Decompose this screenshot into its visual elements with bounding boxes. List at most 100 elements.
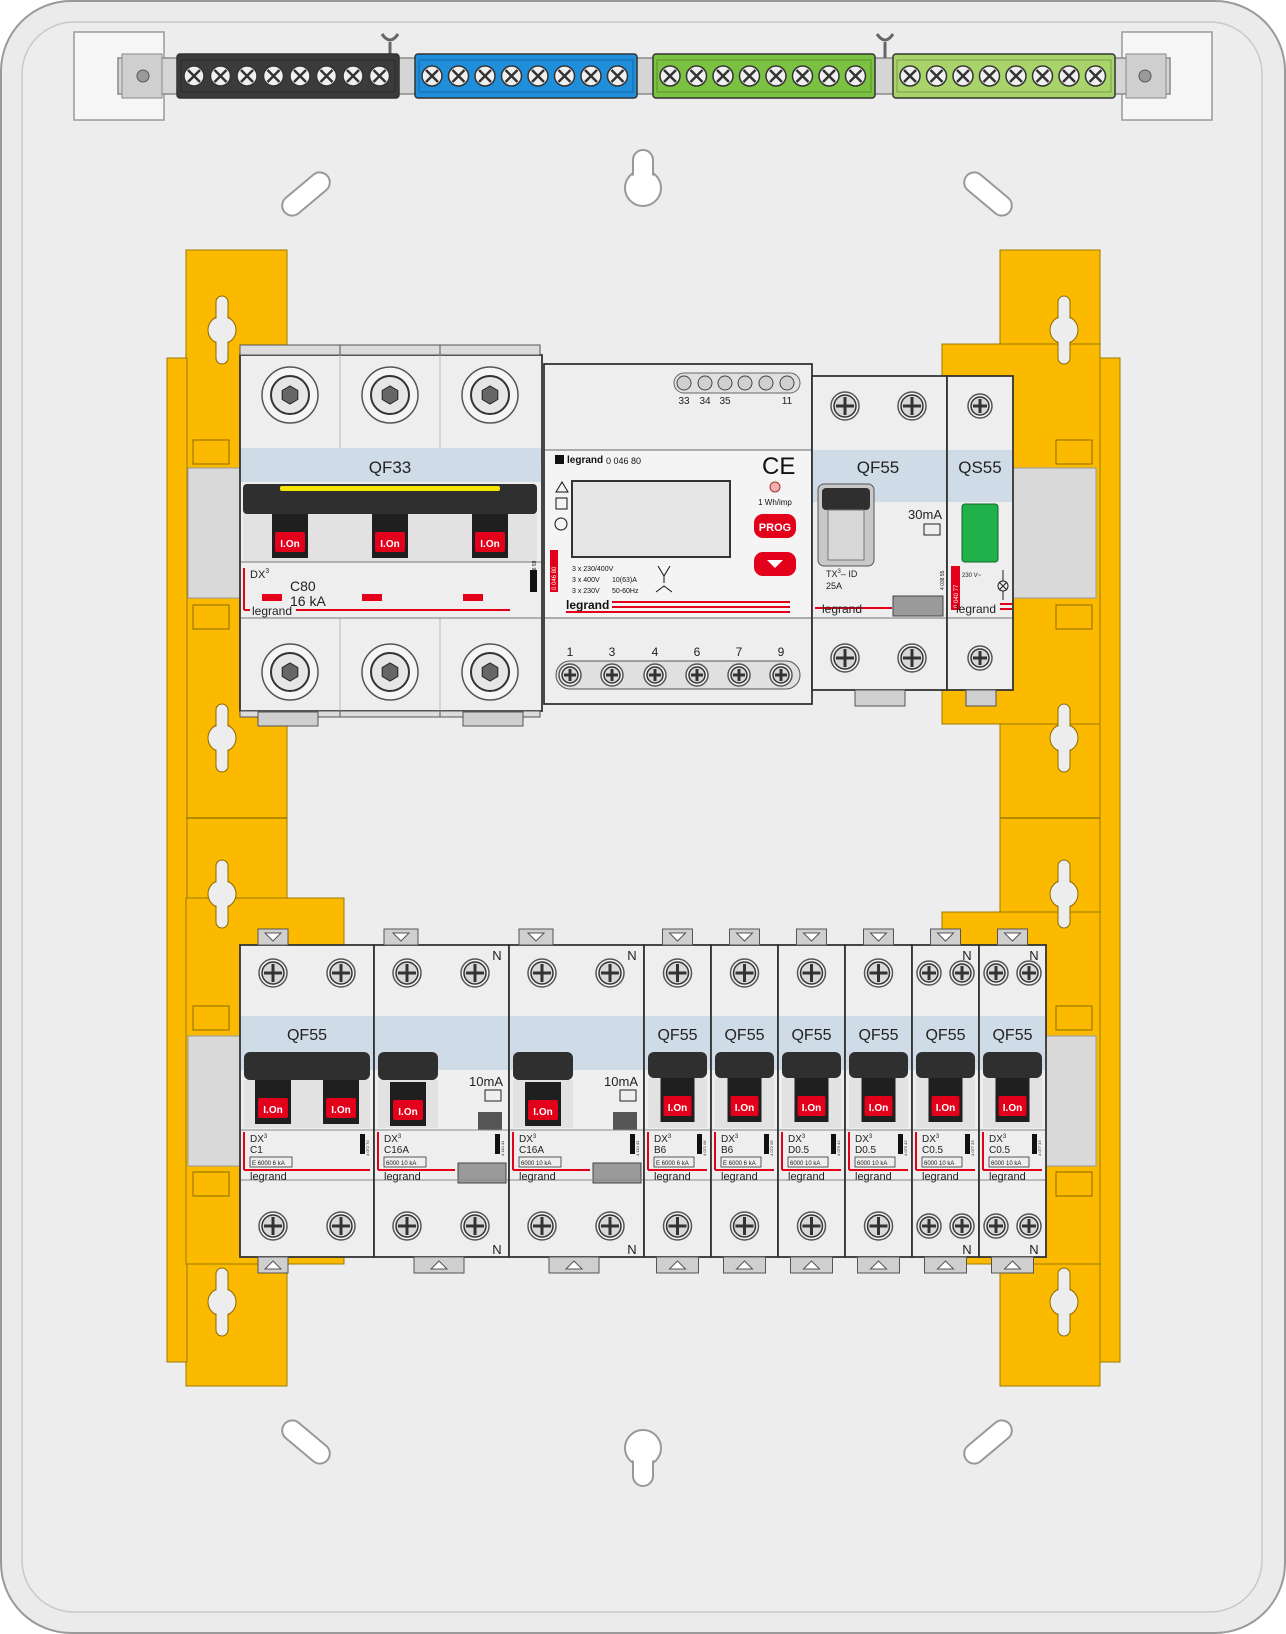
main-ref: 4 076 59 [532, 560, 538, 580]
lever-2[interactable]: I.On [323, 1080, 359, 1124]
handle-cap[interactable] [244, 1052, 370, 1080]
rail-screw-left [136, 69, 150, 83]
lever-label: I.On [869, 1103, 888, 1114]
lever-1[interactable]: I.On [255, 1080, 291, 1124]
ac-symbol-icon [619, 1089, 637, 1102]
rating-label: D0.5 [855, 1145, 877, 1156]
lever[interactable]: I.On [390, 1082, 426, 1126]
hex-screw-icon [261, 643, 319, 701]
lever-red-window [864, 1096, 893, 1116]
rail-hook-right-icon [875, 33, 895, 58]
main-lever-2[interactable]: I.On [372, 514, 408, 558]
rcd-toggle[interactable] [822, 488, 870, 510]
top-clip [930, 928, 961, 946]
handle-cap[interactable] [849, 1052, 908, 1078]
switch-label: QS55 [958, 458, 1001, 477]
switch-terminals [948, 393, 1012, 671]
screw-slot [742, 69, 757, 83]
red-brand-line [982, 1132, 1042, 1171]
series-label: DX3 [788, 1134, 806, 1145]
rcd-test-button[interactable] [892, 595, 944, 617]
main-lever-1[interactable]: I.On [272, 514, 308, 558]
handle-cap[interactable] [513, 1052, 573, 1080]
screw-slot [332, 1217, 350, 1235]
screw-slot [903, 649, 921, 667]
handle-cap[interactable] [715, 1052, 774, 1078]
bar-screw-icon [447, 65, 470, 87]
meter-bottom-terminal-label: 7 [736, 645, 743, 659]
red-brand-line [848, 1132, 908, 1171]
lever-label: I.On [280, 539, 299, 550]
terminal-screw-icon [796, 1211, 827, 1241]
lamp-symbol-icon [997, 570, 1009, 600]
screw-slot [649, 669, 661, 681]
lever[interactable]: I.On [727, 1078, 762, 1122]
series-superscript: 3 [869, 1134, 873, 1140]
test-button[interactable] [592, 1162, 642, 1184]
brand-label: legrand [721, 1171, 758, 1183]
rcd-top[interactable]: QF55 30mA TX3– ID 25A legrand 4 038 55 [811, 375, 948, 707]
bracket-keyhole-icon [1049, 295, 1079, 365]
meter-logo-icon [555, 455, 564, 464]
screw-slot [1009, 69, 1023, 83]
meter-prog-button[interactable] [754, 514, 796, 538]
main-breaker-top-terminals [239, 344, 541, 448]
terminal-screw-icon [662, 1211, 693, 1241]
series-label: DX3 [384, 1134, 402, 1145]
terminal-screw-icon [897, 391, 927, 421]
top-clip [518, 928, 554, 946]
handle-cap[interactable] [916, 1052, 975, 1078]
rcd-rating: 25A [826, 581, 842, 591]
bar-screw-icon [1084, 65, 1107, 87]
test-button[interactable] [457, 1162, 507, 1184]
lever[interactable]: I.On [525, 1082, 561, 1126]
handle-cap[interactable] [983, 1052, 1042, 1078]
barcode-icon [965, 1134, 970, 1154]
lever[interactable]: I.On [928, 1078, 963, 1122]
meter-brand-bottom: legrand [566, 598, 609, 612]
lever[interactable]: I.On [794, 1078, 829, 1122]
handle-cap[interactable] [378, 1052, 438, 1080]
lever[interactable]: I.On [861, 1078, 896, 1122]
main-rating: C80 [290, 578, 316, 594]
meter-bottom-terminal-label: 6 [694, 645, 701, 659]
lever[interactable]: I.On [660, 1078, 695, 1122]
breaking-box [249, 1156, 293, 1168]
lever-label: I.On [480, 539, 499, 550]
handle-cap[interactable] [782, 1052, 841, 1078]
main-lever-3[interactable]: I.On [472, 514, 508, 558]
terminal-screw-icon [949, 960, 975, 986]
switch-top[interactable]: QS55 0 040 77 230 V~ legrand [946, 375, 1014, 707]
meter-terminal-screw-icon [769, 663, 793, 687]
terminal-bar-blue [414, 53, 638, 99]
screw-slot [689, 69, 704, 83]
screw-slot [973, 651, 987, 665]
main-label-band [241, 448, 541, 482]
screw-slot [504, 69, 519, 83]
breaking-label: 6000 10 kA [386, 1161, 416, 1167]
lever[interactable]: I.On [995, 1078, 1030, 1122]
switch-green-toggle[interactable] [961, 503, 999, 563]
handle-cap[interactable] [648, 1052, 707, 1078]
main-handle-bar [243, 484, 537, 514]
series-superscript: 3 [1003, 1134, 1007, 1140]
screw-slot [989, 1219, 1003, 1233]
rcd-clip [854, 689, 906, 707]
ref-label: 4 079 42 [903, 1140, 908, 1156]
neutral-marker-bottom: N [492, 1242, 501, 1257]
red-brand-line [243, 1132, 370, 1171]
barcode-icon [898, 1134, 903, 1154]
meter-class-icon [554, 517, 568, 531]
bar-screw-icon [765, 65, 787, 87]
